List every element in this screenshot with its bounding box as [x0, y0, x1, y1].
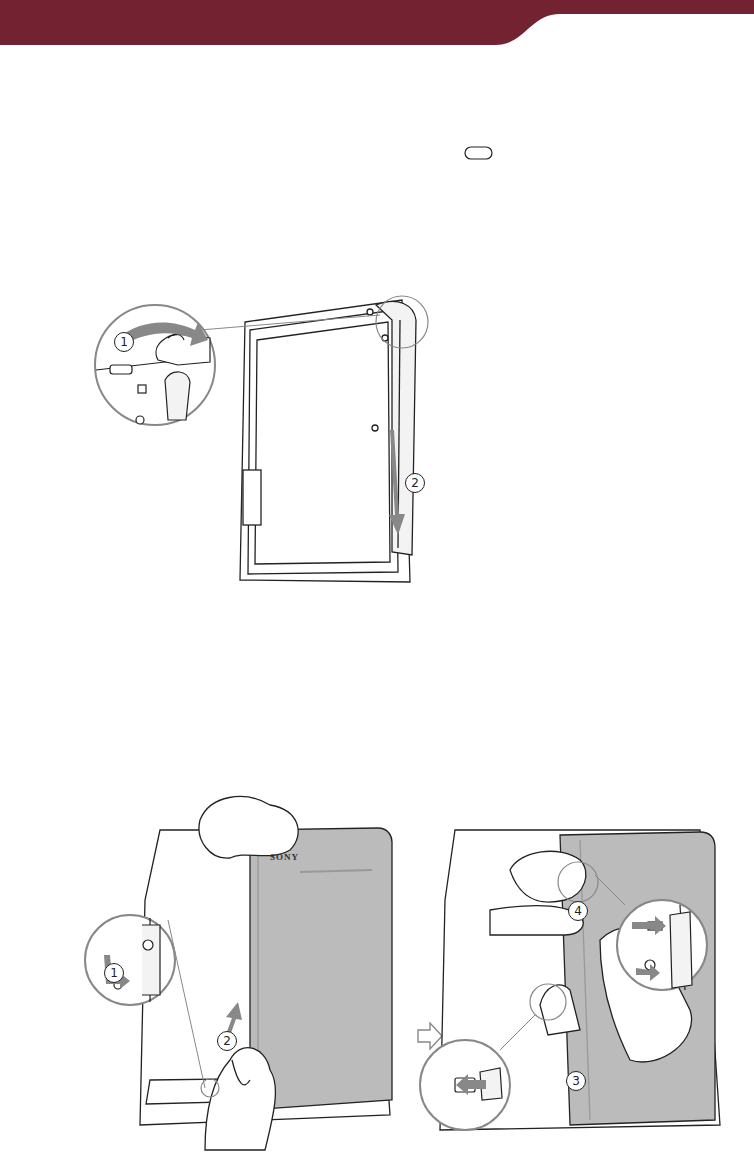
callout-number: 4 — [568, 901, 588, 921]
callout-number: 1 — [114, 332, 134, 352]
callout-number: 3 — [566, 1071, 586, 1091]
callout-number: 2 — [405, 473, 425, 493]
callout-number: 1 — [104, 963, 124, 983]
brand-logo: SONY — [270, 852, 299, 862]
callout-number: 2 — [217, 1031, 237, 1051]
